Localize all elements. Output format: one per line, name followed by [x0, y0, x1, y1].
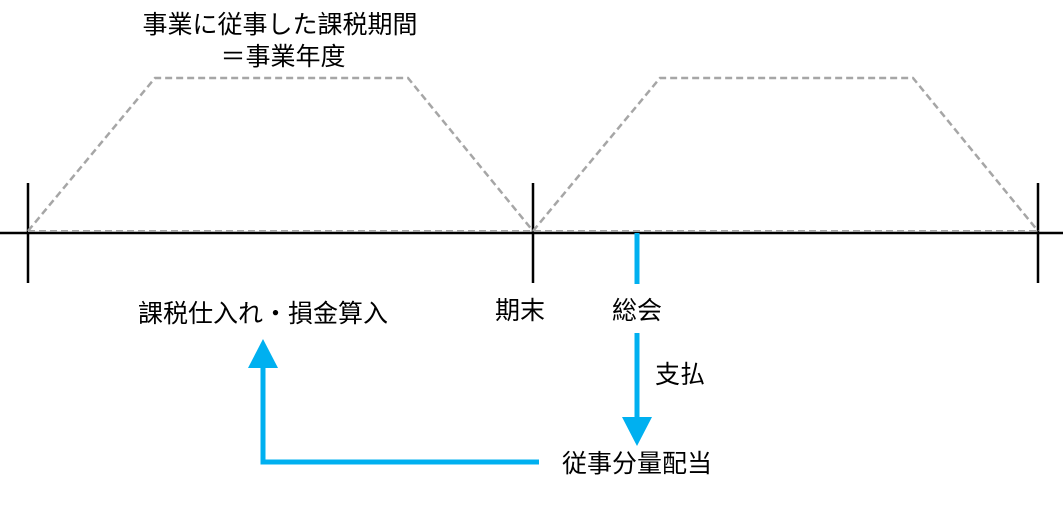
payment-arrow-head: [622, 417, 652, 446]
period-end-label: 期末: [494, 296, 546, 325]
fiscal-year-1-trapezoid: [27, 76, 534, 232]
dividend-return-path: [260, 365, 539, 465]
title-line1: 事業に従事した課税期間: [142, 10, 418, 39]
meeting-label: 総会: [611, 296, 663, 325]
payment-label: 支払: [654, 360, 706, 389]
dividend-label: 従事分量配当: [561, 449, 713, 478]
purchase-label: 課税仕入れ・損金算入: [137, 299, 389, 328]
fiscal-year-2-trapezoid: [532, 76, 1039, 232]
title-line2: ＝事業年度: [220, 42, 346, 71]
dividend-arrow-head: [248, 339, 278, 368]
